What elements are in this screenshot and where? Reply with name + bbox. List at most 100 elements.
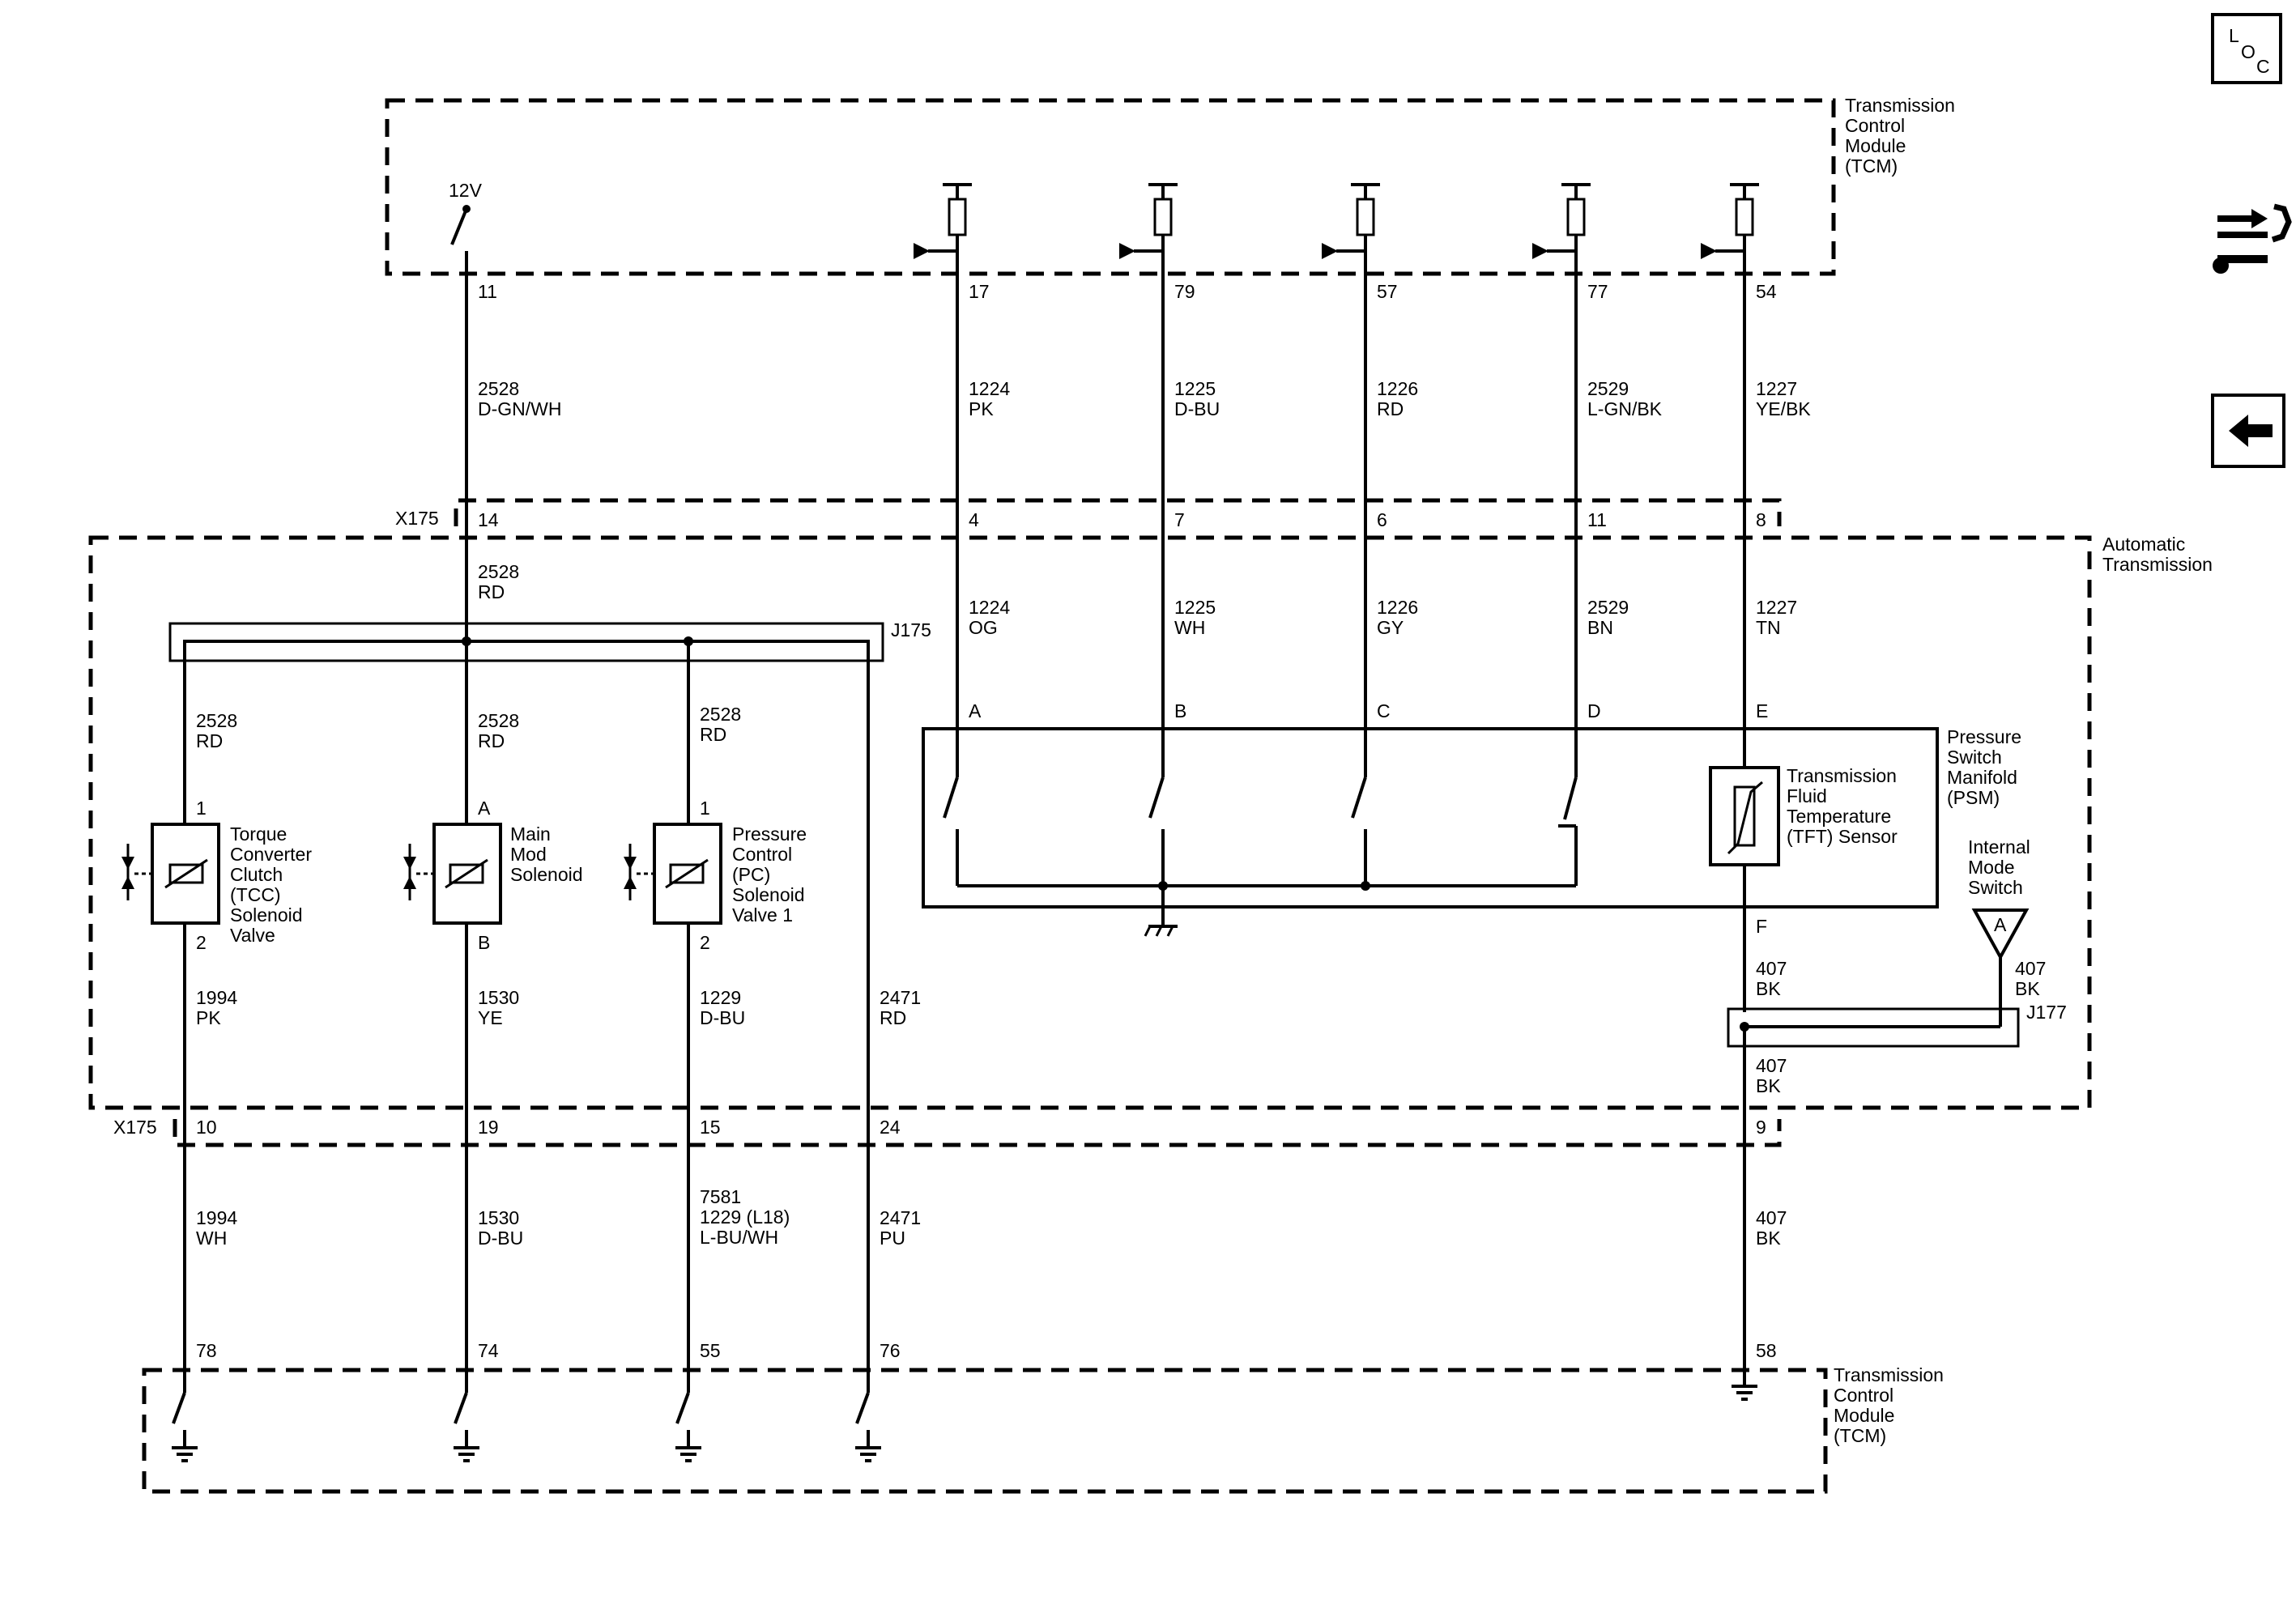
svg-text:1994: 1994: [196, 987, 237, 1008]
svg-text:Transmission: Transmission: [2102, 554, 2213, 575]
svg-text:Internal: Internal: [1968, 836, 2030, 857]
svg-text:2528: 2528: [700, 704, 741, 725]
svg-text:D-BU: D-BU: [478, 1228, 523, 1249]
svg-text:YE: YE: [478, 1007, 503, 1028]
ground-icon: [855, 1446, 881, 1462]
svg-text:1227: 1227: [1756, 378, 1797, 399]
svg-text:1226: 1226: [1377, 597, 1418, 618]
svg-text:2471: 2471: [880, 1207, 921, 1228]
pullup-1227: [1701, 183, 1759, 259]
svg-text:58: 58: [1756, 1340, 1777, 1361]
ims-label: Internal Mode Switch: [1968, 836, 2030, 898]
location-view-button[interactable]: L O C: [2211, 13, 2282, 84]
pressure-switch-a: [943, 729, 959, 886]
svg-text:7: 7: [1174, 509, 1185, 530]
svg-text:1229 (L18): 1229 (L18): [700, 1206, 790, 1228]
svg-text:L-BU/WH: L-BU/WH: [700, 1227, 778, 1248]
svg-text:2528: 2528: [196, 710, 237, 731]
svg-text:9: 9: [1756, 1117, 1766, 1138]
loc-letter-c: C: [2256, 56, 2270, 77]
svg-text:RD: RD: [478, 581, 505, 602]
svg-text:Transmission: Transmission: [1834, 1364, 1944, 1385]
svg-text:TN: TN: [1756, 617, 1781, 638]
pullup-1226: [1322, 183, 1380, 259]
component-view-button[interactable]: [2213, 203, 2292, 274]
svg-text:RD: RD: [478, 730, 505, 751]
chassis-ground-icon: [1144, 886, 1178, 937]
svg-text:2529: 2529: [1587, 597, 1629, 618]
svg-text:Transmission: Transmission: [1787, 765, 1897, 786]
tcc-pin-top: 1: [196, 798, 207, 819]
x175-top-label: X175: [395, 508, 439, 529]
svg-text:Module: Module: [1834, 1405, 1894, 1426]
loc-letter-o: O: [2241, 41, 2256, 62]
main-mod-pin-bottom: B: [478, 932, 490, 953]
x175-top-pins: 14 4 7 6 11 8: [478, 509, 1766, 530]
svg-text:Manifold: Manifold: [1947, 767, 2017, 788]
svg-text:8: 8: [1756, 509, 1766, 530]
svg-text:RD: RD: [880, 1007, 906, 1028]
svg-text:Automatic: Automatic: [2102, 534, 2185, 555]
svg-text:(TCM): (TCM): [1845, 155, 1898, 177]
j177-label: J177: [2026, 1002, 2067, 1023]
svg-text:Mode: Mode: [1968, 857, 2015, 878]
svg-text:YE/BK: YE/BK: [1756, 398, 1811, 419]
pullup-2529: [1532, 183, 1591, 259]
svg-text:A: A: [969, 700, 982, 721]
svg-text:78: 78: [196, 1340, 217, 1361]
driver-78: [172, 1370, 198, 1462]
pc-solenoid-label: Pressure Control (PC) Solenoid Valve 1: [732, 823, 807, 926]
j177-out-color: BK: [1756, 1075, 1781, 1096]
svg-text:55: 55: [700, 1340, 721, 1361]
ground-58: [1732, 1381, 1757, 1401]
pressure-switch-d: [1558, 729, 1578, 886]
valve-arrows-icon: [121, 844, 152, 900]
tcm-bottom-label: Transmission Control Module (TCM): [1834, 1364, 1944, 1446]
pc-pin-bottom: 2: [700, 932, 710, 953]
svg-text:RD: RD: [1377, 398, 1404, 419]
ground-icon: [1732, 1385, 1757, 1401]
svg-text:B: B: [1174, 700, 1186, 721]
x175-bottom-label: X175: [113, 1117, 157, 1138]
psm-label: Pressure Switch Manifold (PSM): [1947, 726, 2021, 808]
svg-text:Pressure: Pressure: [732, 823, 807, 845]
j177-out-circuit: 407: [1756, 1055, 1787, 1076]
svg-text:2528: 2528: [478, 710, 519, 731]
svg-text:Torque: Torque: [230, 823, 287, 845]
svg-text:Clutch: Clutch: [230, 864, 283, 885]
svg-text:Fluid: Fluid: [1787, 785, 1827, 806]
svg-text:1226: 1226: [1377, 378, 1418, 399]
svg-text:24: 24: [880, 1117, 901, 1138]
svg-text:54: 54: [1756, 281, 1777, 302]
svg-text:15: 15: [700, 1117, 721, 1138]
ground-icon: [172, 1446, 198, 1462]
psm-pin-letters: A B C D E F: [969, 700, 1768, 937]
svg-text:1530: 1530: [478, 987, 519, 1008]
svg-text:Solenoid: Solenoid: [230, 904, 303, 926]
trans-wire-labels: 2528 RD 1224 OG 1225 WH 1226 GY 2529 BN …: [478, 561, 1797, 638]
pc-solenoid-valve-1: 1 2 Pressure Control (PC) Solenoid Valve…: [624, 641, 807, 1370]
tcc-solenoid-label: Torque Converter Clutch (TCC) Solenoid V…: [230, 823, 312, 946]
psm-f-wire-circuit: 407: [1756, 958, 1787, 979]
tcc-pin-bottom: 2: [196, 932, 207, 953]
wrench-connector-icon: [2213, 203, 2292, 274]
svg-text:BN: BN: [1587, 617, 1613, 638]
valve-arrows-icon: [403, 844, 434, 900]
lower-trans-wire-labels: 1994 PK 1530 YE 1229 D-BU 2471 RD: [196, 987, 921, 1028]
svg-text:1224: 1224: [969, 378, 1010, 399]
bottom-wire-labels: 1994 WH 1530 D-BU 7581 1229 (L18) L-BU/W…: [196, 1186, 1787, 1249]
ims-wire-color: BK: [2015, 978, 2040, 999]
svg-text:Solenoid: Solenoid: [510, 864, 583, 885]
svg-text:11: 11: [1587, 509, 1607, 530]
pressure-switch-manifold: Pressure Switch Manifold (PSM) A B C D E…: [922, 700, 2021, 1012]
svg-text:D-BU: D-BU: [700, 1007, 745, 1028]
pressure-switch-c: [1351, 729, 1367, 886]
back-button[interactable]: [2211, 394, 2285, 468]
ims-pin: A: [1994, 914, 2007, 935]
svg-text:Control: Control: [1845, 115, 1905, 136]
svg-text:1224: 1224: [969, 597, 1010, 618]
pullup-1225: [1119, 183, 1178, 259]
svg-text:Temperature: Temperature: [1787, 806, 1891, 827]
svg-text:77: 77: [1587, 281, 1608, 302]
